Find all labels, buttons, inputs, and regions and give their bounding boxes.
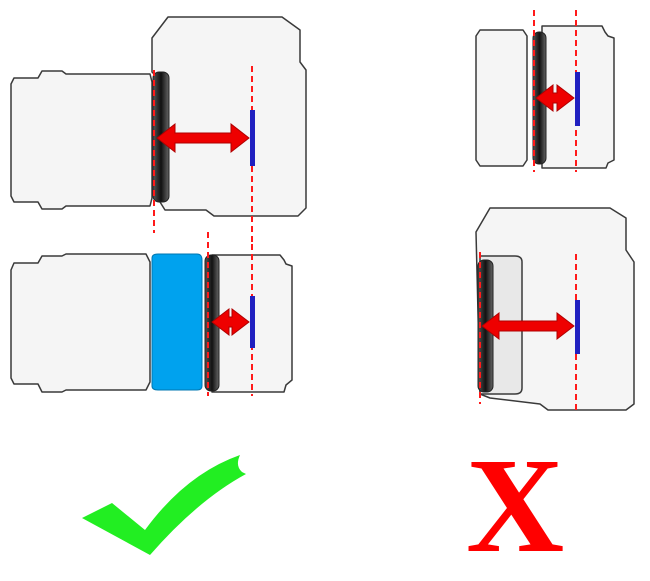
cross-mark-icon: X xyxy=(466,431,565,581)
dslr-camera-body xyxy=(151,16,307,217)
lens-mount-adapter xyxy=(151,253,203,391)
image-sensor xyxy=(250,296,255,348)
image-sensor xyxy=(575,72,580,126)
panel-wrong-mirrorless-lens xyxy=(475,10,615,172)
panel-correct-mirrorless-adapter xyxy=(10,232,293,396)
image-sensor xyxy=(250,110,255,166)
double-arrow-icon xyxy=(535,83,575,113)
dslr-lens xyxy=(10,253,151,393)
flange-distance-arrow xyxy=(481,311,575,341)
double-arrow-icon xyxy=(211,307,250,337)
double-arrow-icon xyxy=(156,122,250,154)
panel-correct-dslr xyxy=(10,16,307,244)
flange-distance-arrow xyxy=(156,122,250,154)
dslr-lens xyxy=(10,70,153,210)
flange-distance-arrow xyxy=(211,307,250,337)
flange-distance-arrow xyxy=(535,83,575,113)
mirrorless-lens xyxy=(475,29,528,167)
check-mark-icon xyxy=(82,455,246,555)
double-arrow-icon xyxy=(481,311,575,341)
image-sensor xyxy=(575,300,580,354)
panel-wrong-dslr-body xyxy=(475,207,635,412)
